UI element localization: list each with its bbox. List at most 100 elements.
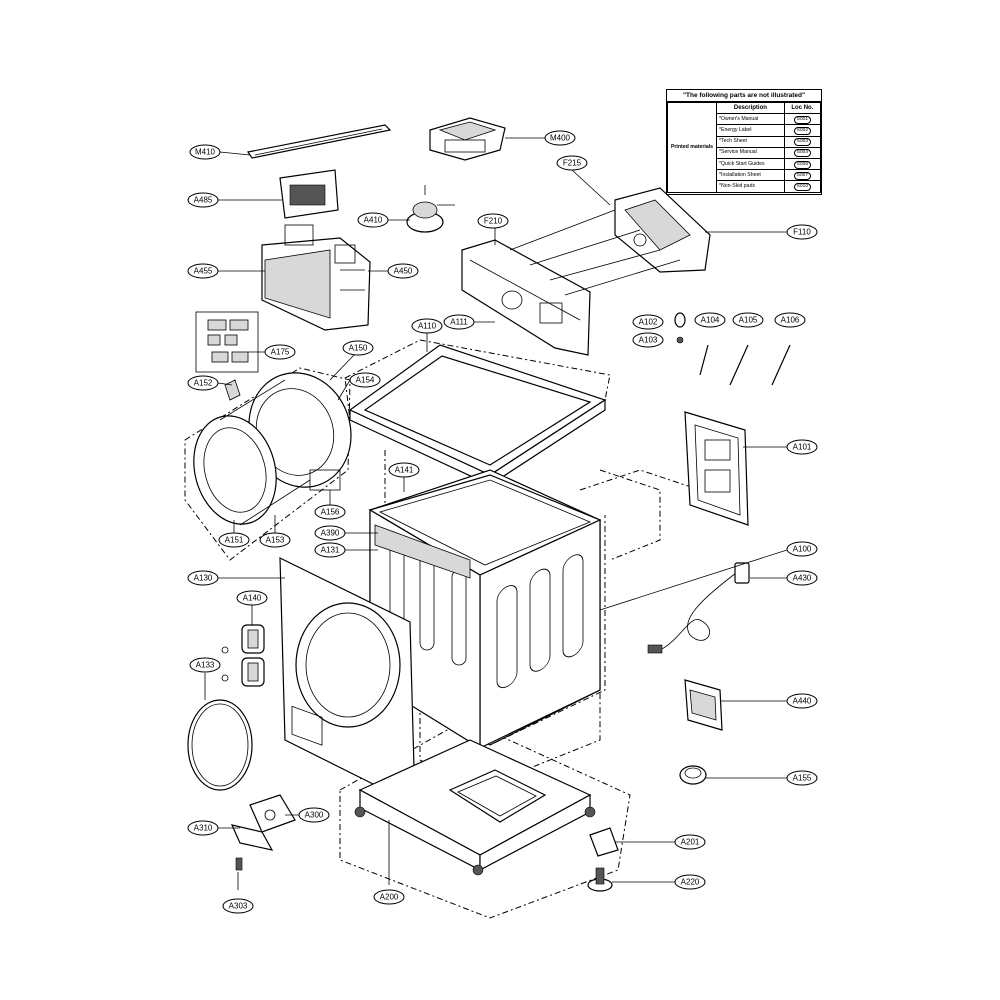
callout-m410[interactable]: M410 (189, 144, 221, 160)
m410-bracket-bar (247, 124, 392, 159)
table-title: "The following parts are not illustrated… (667, 90, 821, 102)
callout-a102[interactable]: A102 (632, 314, 664, 330)
callout-a110[interactable]: A110 (411, 318, 443, 334)
callout-a103[interactable]: A103 (632, 332, 664, 348)
table-row: *Non-Skid pads S010 (668, 180, 822, 193)
callout-a200[interactable]: A200 (373, 889, 405, 905)
callout-label: A155 (793, 774, 812, 783)
callout-a455[interactable]: A455 (187, 263, 219, 279)
a485-display-board (279, 169, 339, 219)
a300-filter-cover (230, 794, 296, 851)
a100-cabinet (368, 469, 602, 750)
callout-label: A450 (394, 267, 413, 276)
callout-a303[interactable]: A303 (222, 898, 254, 914)
callout-label: A201 (681, 838, 700, 847)
callout-a156[interactable]: A156 (314, 504, 346, 520)
a440-noise-filter (684, 679, 723, 731)
callout-a154[interactable]: A154 (349, 372, 381, 388)
a220-leveling-foot (587, 867, 613, 892)
callout-a106[interactable]: A106 (774, 312, 806, 328)
row-description: *Energy Label (716, 124, 785, 137)
callout-a450[interactable]: A450 (387, 263, 419, 279)
callout-label: A105 (739, 316, 758, 325)
callout-a430[interactable]: A430 (786, 570, 818, 586)
rear-projection-lines-2 (579, 469, 701, 491)
row-loc: S007 (793, 171, 811, 180)
callout-label: A430 (793, 574, 812, 583)
callout-label: A101 (793, 443, 812, 452)
callout-label: A154 (356, 376, 375, 385)
row-description: *Non-Skid pads (716, 180, 785, 193)
parts-table: Printed materials Description Loc No. *O… (667, 101, 822, 193)
row-description: *Service Manual (716, 146, 785, 159)
callout-label: A455 (194, 267, 213, 276)
row-loc: S004 (793, 149, 811, 158)
callout-a390[interactable]: A390 (314, 525, 346, 541)
a303-screw (235, 857, 243, 871)
row-loc: S010 (793, 182, 811, 191)
callout-label: A440 (793, 697, 812, 706)
base-projection-lines (419, 690, 601, 791)
a104-a106-dampers (674, 312, 791, 386)
callout-label: F215 (563, 159, 582, 168)
callout-a155[interactable]: A155 (786, 770, 818, 786)
a450-main-pcb-assembly (261, 224, 371, 331)
callout-a300[interactable]: A300 (298, 807, 330, 823)
callout-a131[interactable]: A131 (314, 542, 346, 558)
callout-a101[interactable]: A101 (786, 439, 818, 455)
callout-f210[interactable]: F210 (477, 213, 509, 229)
callout-a220[interactable]: A220 (674, 874, 706, 890)
row-loc: S003 (793, 138, 811, 147)
callout-label: A485 (194, 196, 213, 205)
callout-a104[interactable]: A104 (694, 312, 726, 328)
callout-label: A141 (395, 466, 414, 475)
callout-label: A100 (793, 545, 812, 554)
row-loc: S002 (793, 126, 811, 135)
callout-a105[interactable]: A105 (732, 312, 764, 328)
callout-a130[interactable]: A130 (187, 570, 219, 586)
callout-label: A140 (243, 594, 262, 603)
callout-a310[interactable]: A310 (187, 820, 219, 836)
callout-a111[interactable]: A111 (443, 314, 475, 330)
a430-power-cord (647, 562, 750, 654)
callout-f110[interactable]: F110 (786, 224, 818, 240)
callout-a140[interactable]: A140 (236, 590, 268, 606)
callout-label: A133 (196, 661, 215, 670)
callout-m400[interactable]: M400 (544, 130, 576, 146)
callout-a151[interactable]: A151 (218, 532, 250, 548)
callout-a152[interactable]: A152 (187, 375, 219, 391)
callout-label: A111 (450, 318, 468, 327)
callout-label: A175 (271, 348, 290, 357)
callout-label: A104 (701, 316, 720, 325)
row-description: *Quick Start Guides (716, 157, 785, 171)
callout-a175[interactable]: A175 (264, 344, 296, 360)
a150-tub-assembly (193, 372, 352, 526)
a200-base-frame (354, 739, 596, 876)
callout-label: A410 (364, 216, 383, 225)
callout-a440[interactable]: A440 (786, 693, 818, 709)
category-cell: Printed materials (667, 102, 717, 193)
callout-label: A130 (194, 574, 213, 583)
a130-front-panel (279, 557, 416, 806)
f110-dispenser-assembly (509, 187, 711, 296)
callout-a133[interactable]: A133 (189, 657, 221, 673)
row-loc: S006 (793, 160, 811, 169)
callout-a201[interactable]: A201 (674, 834, 706, 850)
callout-a141[interactable]: A141 (388, 462, 420, 478)
callout-f215[interactable]: F215 (556, 155, 588, 171)
f210-control-panel (461, 239, 591, 356)
callout-a100[interactable]: A100 (786, 541, 818, 557)
callout-label: A110 (418, 322, 437, 331)
drum-group-outline (184, 367, 351, 561)
a110-top-plate (348, 344, 607, 487)
callout-label: A153 (266, 536, 285, 545)
row-description: *Owner's Manual (716, 113, 785, 126)
callout-a153[interactable]: A153 (259, 532, 291, 548)
callout-label: A220 (681, 878, 700, 887)
callout-a150[interactable]: A150 (342, 340, 374, 356)
a101-rear-cover (684, 411, 749, 526)
callout-label: A131 (321, 546, 340, 555)
callout-a410[interactable]: A410 (357, 212, 389, 228)
callout-a485[interactable]: A485 (187, 192, 219, 208)
